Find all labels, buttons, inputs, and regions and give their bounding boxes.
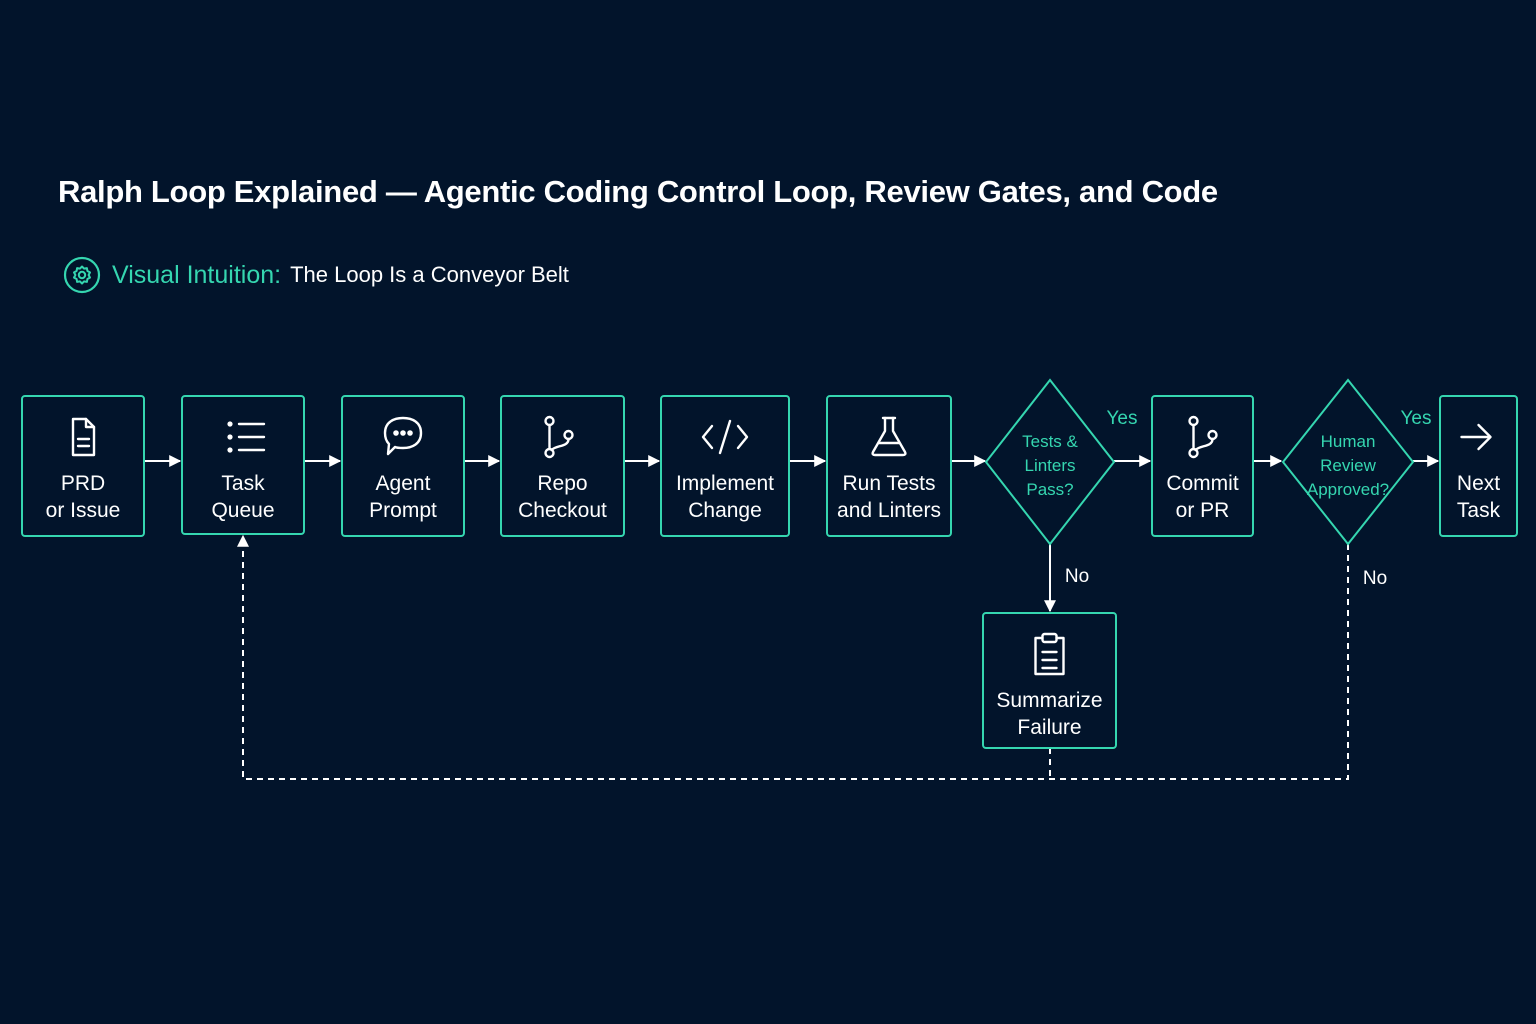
subtitle: Visual Intuition: The Loop Is a Conveyor… — [63, 256, 569, 294]
node-queue-label: Task — [221, 472, 265, 495]
node-prompt-label: Prompt — [369, 499, 437, 522]
node-gate2-label: Human — [1321, 432, 1376, 451]
node-next-box — [1439, 395, 1518, 537]
node-gate1-diamond — [984, 378, 1116, 546]
node-prompt-label: Agent — [376, 472, 431, 495]
node-checkout-box — [500, 395, 625, 537]
node-failure-label: Failure — [1017, 716, 1081, 739]
flask-icon — [871, 416, 907, 457]
node-gate2-label: Review — [1320, 456, 1376, 475]
node-next-label: Task — [1457, 499, 1501, 522]
document-icon — [71, 417, 96, 457]
node-next-label: Next — [1457, 472, 1500, 495]
chat-bubble-icon — [383, 416, 423, 456]
node-tests-box — [826, 395, 952, 537]
gear-icon — [63, 256, 101, 294]
edge-label-gate2-to-next: Yes — [1401, 408, 1432, 429]
git-branch-icon — [1188, 415, 1218, 459]
node-tests-label: Run Tests — [843, 472, 936, 495]
node-checkout-label: Checkout — [518, 499, 607, 522]
clipboard-icon — [1034, 632, 1065, 676]
node-gate1-label: Pass? — [1026, 480, 1073, 499]
node-prd-label: or Issue — [46, 499, 121, 522]
node-prompt-box — [341, 395, 465, 537]
node-gate1-label: Tests & — [1022, 432, 1078, 451]
node-commit-box — [1151, 395, 1254, 537]
node-queue-box — [181, 395, 305, 535]
list-icon — [227, 421, 266, 453]
node-implement-label: Change — [688, 499, 762, 522]
subtitle-text: The Loop Is a Conveyor Belt — [290, 262, 569, 287]
node-failure-box — [982, 612, 1117, 749]
node-tests: Run Tests and Linters — [826, 395, 952, 537]
node-prd-label: PRD — [61, 472, 105, 495]
node-gate2-diamond — [1281, 378, 1415, 546]
node-tests-label: and Linters — [837, 499, 941, 522]
edge-gate2-to-queue — [237, 534, 1349, 780]
node-commit-label: or PR — [1176, 499, 1230, 522]
node-commit: Commit or PR — [1151, 395, 1254, 537]
node-gate2-label: Approved? — [1307, 480, 1389, 499]
node-prd: PRD or Issue — [21, 395, 145, 537]
edge-label-gate1-to-failure: No — [1065, 566, 1089, 587]
node-implement-label: Implement — [676, 472, 774, 495]
node-queue-label: Queue — [211, 499, 274, 522]
node-failure-label: Summarize — [996, 689, 1102, 712]
git-branch-icon — [544, 415, 574, 459]
code-icon — [701, 419, 749, 455]
edge-label-gate2-to-queue: No — [1363, 568, 1387, 589]
subtitle-lead: Visual Intuition: — [112, 260, 282, 289]
node-prd-box — [21, 395, 145, 537]
node-implement-box — [660, 395, 790, 537]
arrow-right-icon — [1460, 423, 1492, 451]
page-title: Ralph Loop Explained — Agentic Coding Co… — [58, 174, 1218, 209]
node-commit-label: Commit — [1166, 472, 1238, 495]
edge-label-gate1-to-commit: Yes — [1107, 408, 1138, 429]
node-gate1-label: Linters — [1024, 456, 1075, 475]
node-checkout-label: Repo — [537, 472, 587, 495]
